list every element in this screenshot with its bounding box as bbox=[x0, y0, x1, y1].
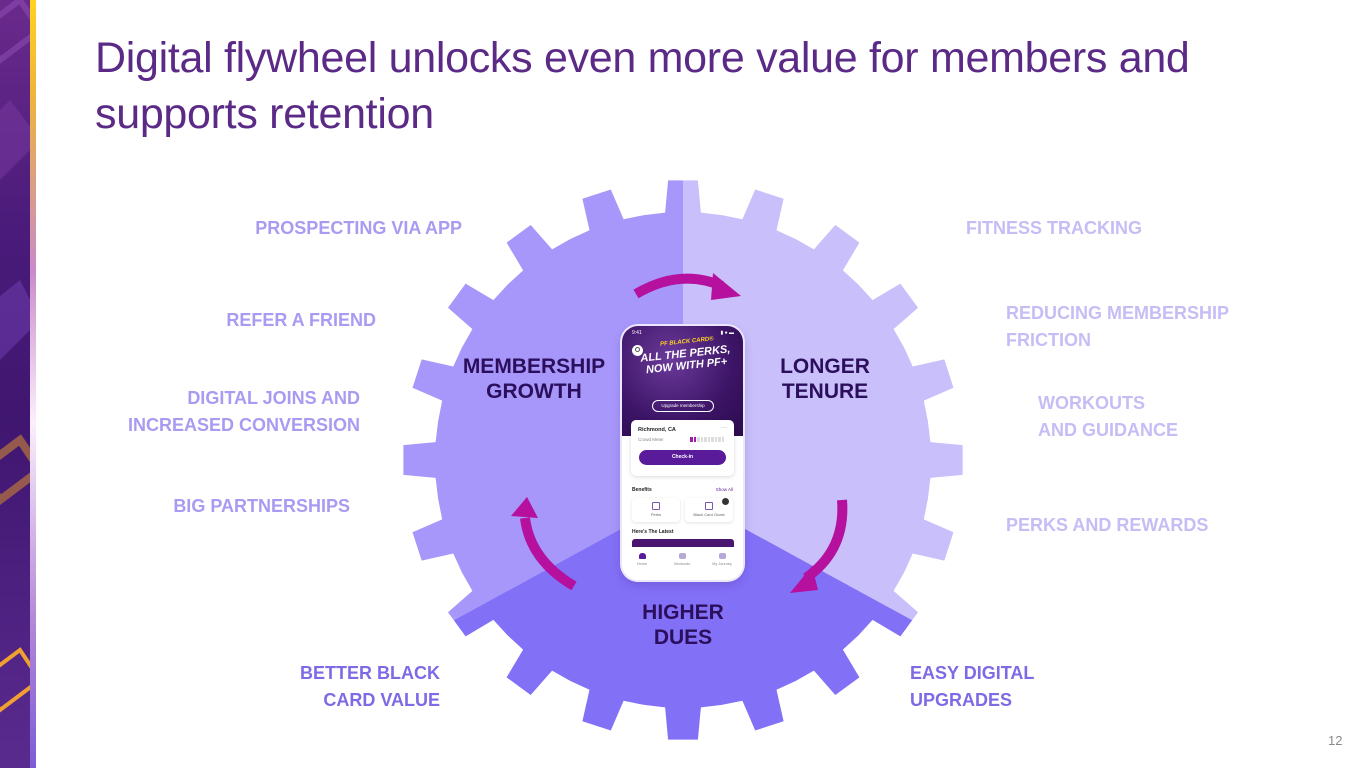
sector-label-dues: HIGHER DUES bbox=[618, 600, 748, 650]
location-card: Richmond, CA ··· Crowd Meter Check-in bbox=[631, 420, 734, 476]
nav-workouts: Workouts bbox=[662, 553, 702, 566]
right-label: REDUCING MEMBERSHIP FRICTION bbox=[1006, 300, 1229, 354]
diamond-pattern-icon bbox=[0, 0, 30, 713]
nav-journey: My Journey bbox=[702, 553, 742, 566]
show-all-link: Show All bbox=[715, 487, 733, 492]
journey-icon bbox=[718, 553, 726, 559]
crowd-meter-segment bbox=[693, 437, 696, 442]
label-line: BETTER BLACK bbox=[300, 663, 440, 683]
sector-label-line: HIGHER bbox=[642, 601, 724, 624]
crowd-meter-segment bbox=[700, 437, 703, 442]
sector-label-line: GROWTH bbox=[486, 380, 582, 403]
upgrade-membership-button: Upgrade membership bbox=[652, 400, 714, 412]
crowd-meter-bar bbox=[690, 437, 724, 442]
arrow-dues-to-growth-head-icon bbox=[511, 497, 538, 518]
crowd-meter-segment bbox=[718, 437, 721, 442]
arrow-dues-to-growth-icon bbox=[520, 517, 577, 591]
crowd-meter-segment bbox=[690, 437, 693, 442]
label-line: INCREASED CONVERSION bbox=[127, 415, 360, 435]
right-label: PERKS AND REWARDS bbox=[1006, 512, 1208, 539]
slide-title: Digital flywheel unlocks even more value… bbox=[95, 34, 1190, 138]
right-label: WORKOUTS AND GUIDANCE bbox=[1038, 390, 1178, 444]
tile-label: Perks bbox=[650, 512, 662, 517]
accent-stripe bbox=[30, 0, 36, 768]
workouts-icon bbox=[678, 553, 686, 559]
left-label: BIG PARTNERSHIPS bbox=[173, 493, 350, 520]
tile-label: Black Card Guest bbox=[693, 512, 725, 517]
phone-hero-banner bbox=[622, 326, 743, 436]
label-line: AND GUIDANCE bbox=[1038, 420, 1179, 440]
label-line: BIG PARTNERSHIPS bbox=[173, 496, 350, 516]
nav-label: Workouts bbox=[674, 562, 690, 566]
page-number: 12 bbox=[1328, 733, 1343, 748]
crowd-meter-segment bbox=[707, 437, 710, 442]
phone-status-icons: ▮ ● ▬ bbox=[720, 330, 734, 336]
nav-label: Home bbox=[636, 562, 648, 566]
label-line: PROSPECTING VIA APP bbox=[255, 218, 462, 238]
bottom-label: BETTER BLACK CARD VALUE bbox=[300, 660, 440, 714]
latest-card bbox=[632, 539, 734, 547]
perks-icon bbox=[652, 502, 660, 510]
sector-label-line: MEMBERSHIP bbox=[462, 355, 606, 378]
benefit-tile-perks: Perks bbox=[632, 498, 680, 522]
phone-time: 9:41 bbox=[632, 330, 642, 336]
benefits-heading: Benefits bbox=[632, 487, 652, 493]
label-line: DIGITAL JOINS AND bbox=[187, 388, 360, 408]
decorative-sidebar bbox=[0, 0, 30, 768]
crowd-meter-segment bbox=[721, 437, 724, 442]
crowd-meter-segment bbox=[711, 437, 714, 442]
right-label: FITNESS TRACKING bbox=[966, 215, 1142, 242]
crowd-meter-segment bbox=[714, 437, 717, 442]
avatar-icon bbox=[632, 345, 643, 356]
nav-label: My Journey bbox=[712, 562, 732, 566]
bottom-label: EASY DIGITAL UPGRADES bbox=[910, 660, 1034, 714]
latest-heading: Here's The Latest bbox=[632, 529, 674, 535]
sector-label-tenure: LONGER TENURE bbox=[760, 354, 890, 404]
check-in-button: Check-in bbox=[639, 450, 726, 465]
more-icon: ··· bbox=[721, 425, 727, 431]
phone-bottom-nav: Home Workouts My Journey bbox=[622, 547, 743, 580]
phone-mockup: 9:41 ▮ ● ▬ PF BLACK CARD® ALL THE PERKS,… bbox=[622, 326, 743, 580]
left-label: DIGITAL JOINS AND INCREASED CONVERSION bbox=[128, 385, 360, 439]
left-label: PROSPECTING VIA APP bbox=[255, 215, 462, 242]
sector-label-line: TENURE bbox=[781, 380, 869, 403]
nav-home: Home bbox=[622, 553, 662, 566]
label-line: FRICTION bbox=[1006, 330, 1091, 350]
crowd-meter-label: Crowd Meter bbox=[638, 437, 664, 442]
label-line: REDUCING MEMBERSHIP bbox=[1006, 303, 1230, 323]
label-line: FITNESS TRACKING bbox=[966, 218, 1143, 238]
label-line: UPGRADES bbox=[910, 690, 1013, 710]
badge-icon bbox=[722, 498, 729, 505]
home-icon bbox=[638, 553, 646, 559]
label-line: EASY DIGITAL bbox=[910, 663, 1035, 683]
label-line: CARD VALUE bbox=[323, 690, 440, 710]
label-line: PERKS AND REWARDS bbox=[1006, 515, 1209, 535]
sector-label-line: LONGER bbox=[780, 355, 870, 378]
guest-icon bbox=[705, 502, 713, 510]
arrow-growth-to-tenure-head-icon bbox=[711, 273, 741, 300]
label-line: REFER A FRIEND bbox=[226, 310, 376, 330]
left-label: REFER A FRIEND bbox=[226, 307, 376, 334]
cycle-arrows bbox=[511, 273, 848, 593]
sector-label-line: DUES bbox=[653, 626, 713, 649]
crowd-meter-segment bbox=[697, 437, 700, 442]
label-line: WORKOUTS bbox=[1038, 393, 1145, 413]
location-name: Richmond, CA bbox=[638, 427, 676, 433]
arrow-tenure-to-dues-icon bbox=[803, 499, 848, 583]
crowd-meter-segment bbox=[704, 437, 707, 442]
sector-label-growth: MEMBERSHIP GROWTH bbox=[455, 354, 613, 404]
arrow-tenure-to-dues-head-icon bbox=[790, 566, 818, 593]
